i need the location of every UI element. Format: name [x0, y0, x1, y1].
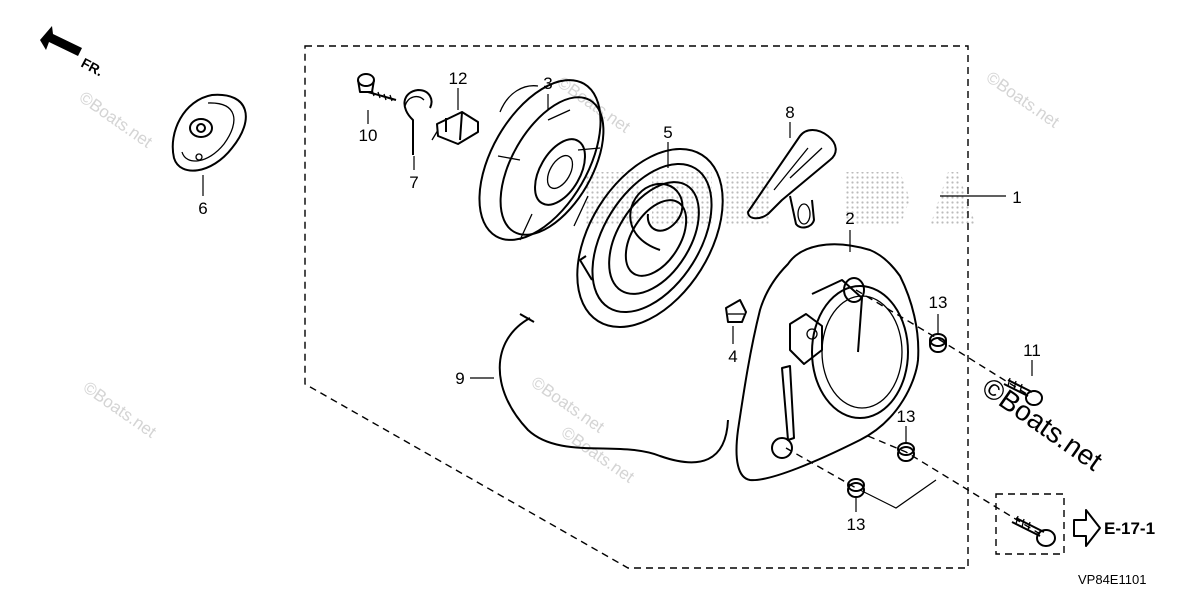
callout-6[interactable]: 6 [198, 199, 207, 218]
watermark-text: ©Boats.net [554, 73, 634, 137]
part-8-handle[interactable] [747, 129, 837, 229]
callouts: 1 2 3 4 5 6 7 8 9 10 11 12 13 13 13 [198, 69, 1041, 534]
part-10-bolt[interactable] [357, 73, 397, 102]
part-13-collar[interactable] [847, 478, 865, 498]
reference-link[interactable]: E-17-1 [1073, 509, 1155, 547]
assembly-outline [304, 45, 969, 569]
callout-3[interactable]: 3 [543, 74, 552, 93]
callout-5[interactable]: 5 [663, 123, 672, 142]
fr-label: FR. [79, 55, 106, 80]
outline-arrow-icon [1073, 509, 1101, 547]
reference-label: E-17-1 [1104, 519, 1155, 538]
part-4-nut[interactable] [725, 299, 747, 323]
external-bolt-outline [995, 493, 1065, 555]
front-direction-arrow[interactable]: FR. [40, 26, 106, 79]
part-6-pulley-plate[interactable] [171, 93, 247, 172]
assembly-axis [855, 289, 1031, 397]
watermark-text: ©Boats.net [76, 88, 156, 152]
part-5-spiral-spring[interactable] [547, 123, 753, 353]
callout-leaders [202, 88, 1033, 512]
brand-logo-dotted [585, 172, 976, 226]
part-9-rope[interactable] [498, 313, 729, 464]
assembly-axis [867, 435, 1041, 535]
part-11-bolt[interactable] [1003, 377, 1043, 406]
callout-11[interactable]: 11 [1023, 341, 1041, 360]
part-12-clip[interactable] [431, 111, 479, 145]
callout-12[interactable]: 12 [449, 69, 468, 88]
watermark-main: ©Boats.net [977, 372, 1109, 477]
watermark-text: ©Boats.net [983, 68, 1063, 132]
callout-13[interactable]: 13 [897, 407, 916, 426]
callout-13[interactable]: 13 [847, 515, 866, 534]
callout-13[interactable]: 13 [929, 293, 948, 312]
assembly-axis [785, 447, 857, 489]
part-2-case[interactable] [735, 243, 920, 482]
callout-9[interactable]: 9 [455, 369, 464, 388]
callout-8[interactable]: 8 [785, 103, 794, 122]
part-7-wire-hook[interactable] [403, 89, 433, 155]
callout-7[interactable]: 7 [409, 173, 418, 192]
collar-group-leader [859, 479, 937, 509]
watermark-text: ©Boats.net [80, 378, 160, 442]
diagram-code: VP84E1101 [1078, 572, 1146, 587]
arrow-icon [40, 26, 82, 56]
callout-10[interactable]: 10 [359, 126, 378, 145]
part-3-reel[interactable] [454, 60, 625, 260]
callout-2[interactable]: 2 [845, 209, 854, 228]
callout-1[interactable]: 1 [1012, 188, 1021, 207]
callout-4[interactable]: 4 [728, 347, 737, 366]
